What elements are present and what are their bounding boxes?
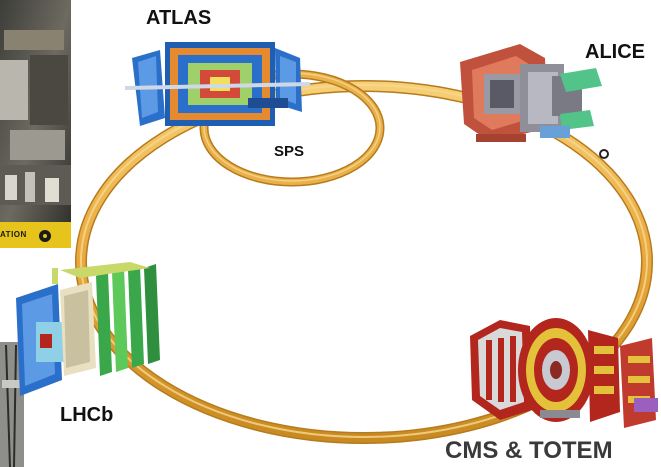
cms-totem-detector	[470, 318, 658, 428]
radiation-sign-text: ATION	[0, 230, 27, 239]
cms-totem-label: CMS & TOTEM	[445, 437, 613, 464]
atlas-detector	[124, 42, 311, 126]
alice-label: ALICE	[585, 41, 645, 63]
lhcb-label: LHCb	[60, 404, 114, 426]
radiation-sign	[0, 222, 71, 248]
atlas-label: ATLAS	[146, 7, 212, 29]
photo-inset	[0, 0, 71, 248]
lhcb-detector	[16, 262, 160, 396]
alice-detector	[460, 44, 609, 159]
sps-label: SPS	[274, 143, 305, 160]
